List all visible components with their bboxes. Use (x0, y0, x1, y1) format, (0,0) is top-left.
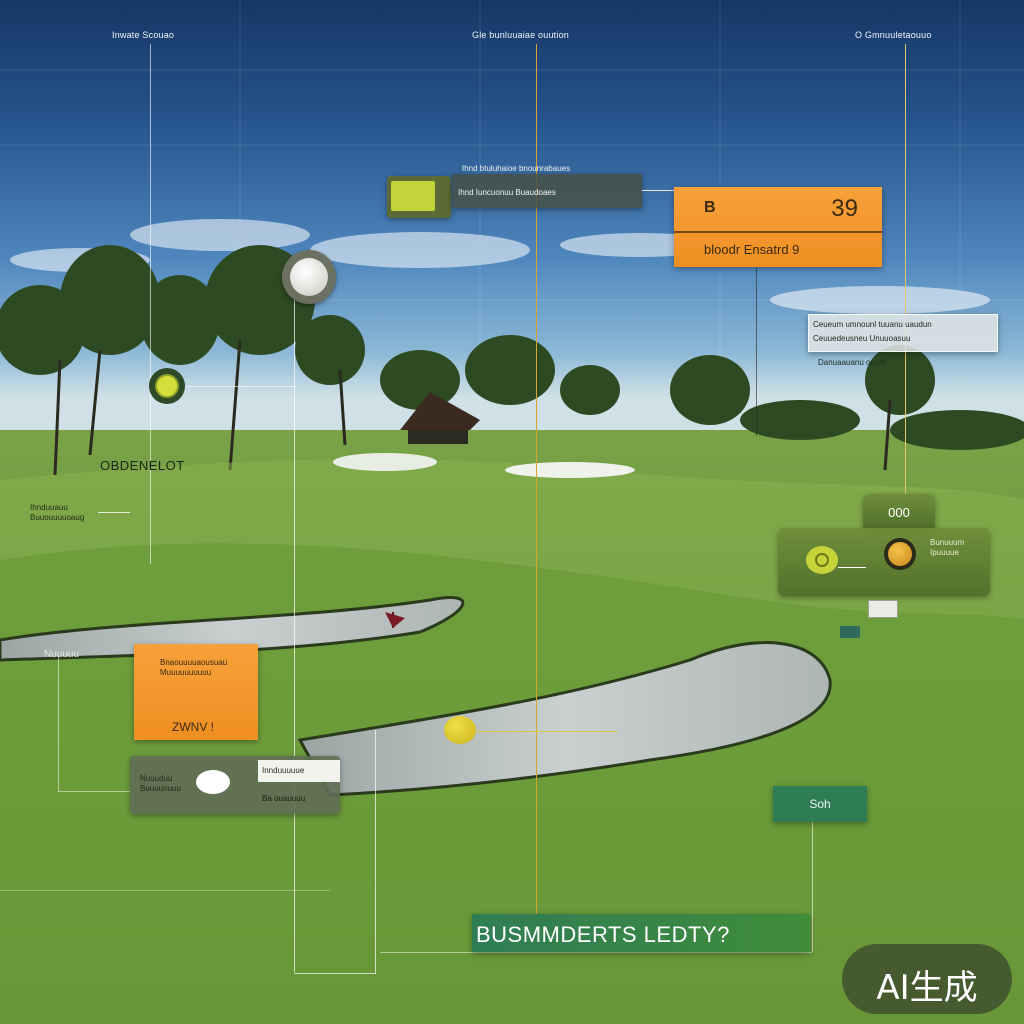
guide-line-right (905, 44, 906, 504)
guide-line-left-h (58, 791, 130, 792)
score-panel: B 39 bloodr Ensatrd 9 (674, 187, 882, 267)
connector-yellow (476, 731, 618, 732)
right-panel-line2: Ipuuuue (930, 548, 959, 557)
orange-card-footer: ZWNV ! (172, 720, 214, 734)
lime-swatch-button[interactable] (387, 176, 451, 218)
connector-left-small (98, 512, 130, 513)
mid-left-label: Nuuuuu (44, 649, 80, 660)
right-info-line2: Ceuuedeusneu Unuuoasuu (813, 334, 911, 343)
ai-watermark: AI生成 (842, 944, 1012, 1014)
bottom-panel: Nuuuduu Buuuunuuu Innduuuuue Ba ouauuuu (130, 756, 340, 814)
right-panel-line1: Bunuuum (930, 538, 965, 547)
top-label-right: O Gmnuuletaouuo (855, 30, 932, 40)
info-panel-subtitle: Ihnd Iuncuonuu Buaudoaes (458, 188, 556, 197)
guide-line-tag (812, 822, 813, 952)
left-small-line2: Buuouuuuoaug (30, 513, 85, 522)
guide-line-mid (294, 300, 295, 972)
left-label: OBDENELOT (100, 458, 185, 473)
connector-lime (186, 386, 296, 387)
guide-line-left (150, 44, 151, 564)
headline-banner: BUSMMDERTS LEDTY? (472, 914, 810, 952)
bottom-panel-right1: Innduuuuue (262, 766, 305, 775)
bottom-panel-left2: Buuuunuuu (140, 784, 181, 793)
gold-coin-icon[interactable] (884, 538, 916, 570)
guide-line-left-top (0, 890, 330, 891)
lime-target-icon[interactable] (149, 368, 185, 404)
orange-card-line2: Muuuuuuuuuu (160, 668, 212, 677)
bottom-panel-header: Innduuuuue (258, 760, 340, 782)
connector-ring (838, 567, 866, 568)
headline-text: BUSMMDERTS LEDTY? (476, 922, 730, 947)
right-info-line1: Ceueum umnounl tuuanu uaudun (813, 320, 932, 329)
small-teal-sign (840, 626, 860, 638)
green-tag[interactable]: Soh (773, 786, 867, 822)
guide-line-lower (375, 730, 376, 974)
guide-line-score (756, 268, 757, 436)
bottom-panel-left1: Nuuuduu (140, 774, 173, 783)
info-panel: Ihnd Iuncuonuu Buaudoaes (452, 174, 642, 208)
green-tag-text: Soh (809, 797, 831, 811)
ooo-badge-text: 000 (888, 505, 910, 520)
orange-card-line1: Bnaouuuuaousuau (160, 658, 228, 667)
ooo-badge[interactable]: 000 (863, 494, 935, 532)
orange-card: Bnaouuuuaousuau Muuuuuuuuuu ZWNV ! (134, 644, 258, 740)
small-white-sign (868, 600, 898, 618)
info-panel-title: Ihnd btuluhaioe bnounrabaues (462, 164, 571, 173)
left-small-line1: Ihnduuauu (30, 503, 68, 512)
guide-line-left-lower (58, 655, 59, 791)
bottom-panel-right2: Ba ouauuuu (262, 794, 306, 803)
lime-ring-icon[interactable] (806, 546, 838, 574)
top-label-left: Inwate Scouao (112, 30, 175, 40)
score-value: 39 (831, 195, 858, 222)
guide-line-center (536, 44, 537, 914)
score-footer: bloodr Ensatrd 9 (704, 242, 800, 257)
ai-watermark-text: AI生成 (876, 968, 978, 1008)
guide-line-headline (380, 952, 812, 953)
connector-score (642, 190, 674, 191)
right-info-panel: Ceueum umnounl tuuanu uaudun Ceuuedeusne… (808, 314, 998, 352)
white-oval-toggle[interactable] (196, 770, 230, 794)
top-label-center: Gle bunluuaiae ouution (472, 30, 569, 40)
golf-ball-icon[interactable] (282, 250, 336, 304)
yellow-ball-icon[interactable] (444, 716, 476, 744)
score-short-label: B (704, 199, 716, 216)
guide-line-bottom (294, 973, 376, 974)
right-info-line3: Danuaauanu ouunl (818, 358, 886, 367)
